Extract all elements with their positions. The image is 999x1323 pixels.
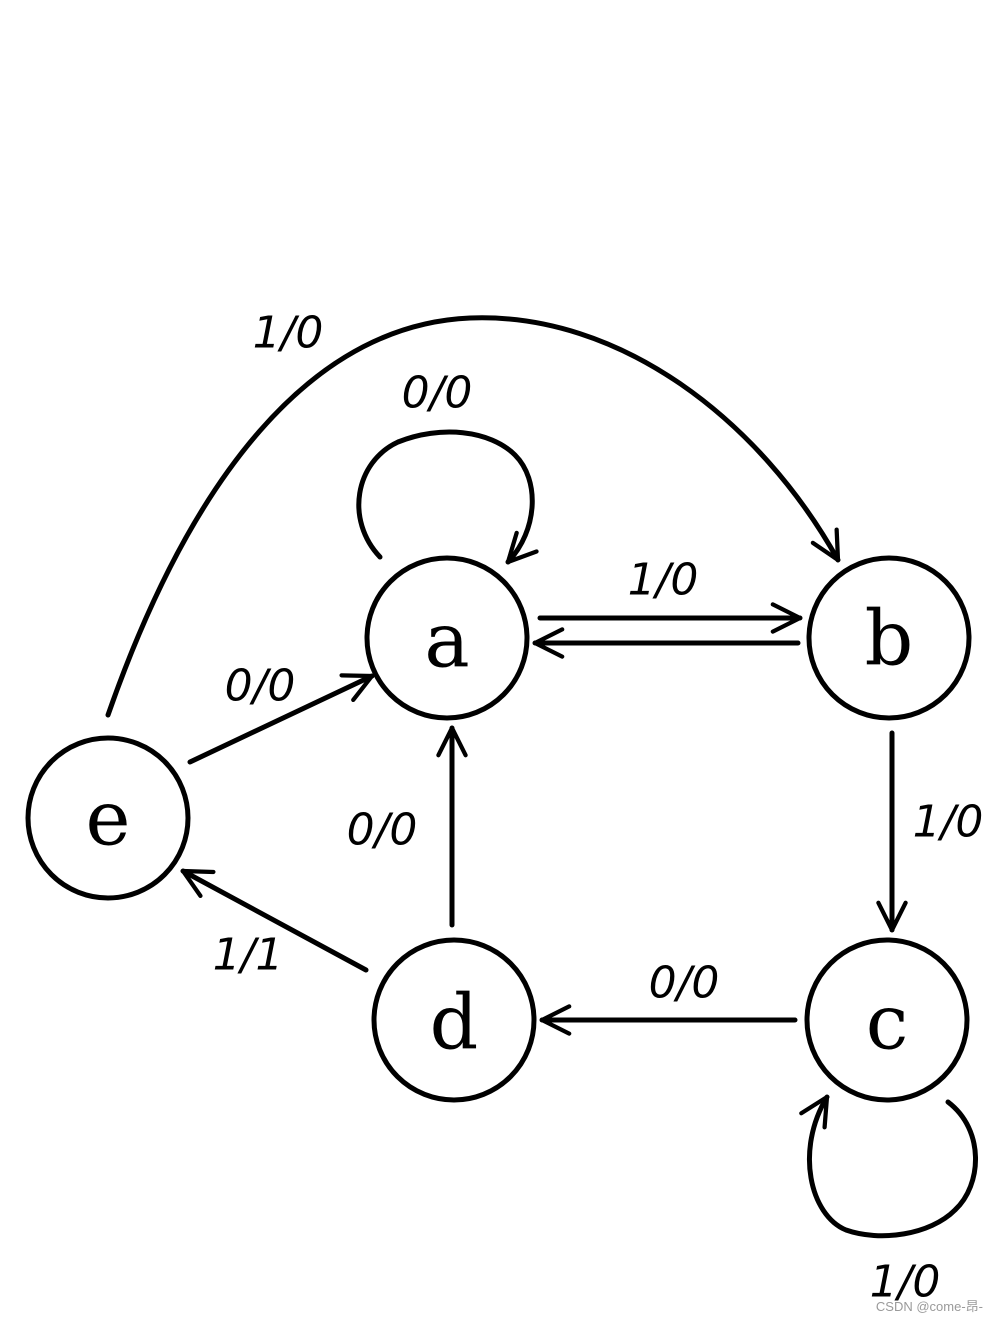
edge-d-to-e (180, 868, 369, 973)
node-b: b (806, 555, 972, 721)
node-c-label: c (866, 978, 909, 1067)
node-b-label: b (865, 594, 914, 683)
edge-c-self-loop (799, 1094, 978, 1239)
edge-e-to-a (187, 673, 375, 765)
label-c-self: 1/0 (870, 1257, 941, 1308)
node-d-label: d (430, 978, 479, 1067)
label-c-to-d: 0/0 (649, 958, 720, 1009)
edge-e-to-b (105, 315, 841, 718)
label-d-to-a: 0/0 (347, 805, 418, 856)
node-a: a (364, 555, 530, 721)
node-d: d (371, 937, 537, 1103)
label-d-to-e: 1/1 (213, 930, 284, 981)
node-c: c (804, 937, 970, 1103)
label-e-to-a: 0/0 (225, 661, 296, 712)
node-e: e (25, 735, 191, 901)
edge-a-self-loop (356, 429, 539, 565)
label-e-to-b: 1/0 (253, 308, 324, 359)
label-a-to-b: 1/0 (628, 555, 699, 606)
label-a-self: 0/0 (402, 368, 473, 419)
label-b-to-c: 1/0 (913, 797, 984, 848)
node-e-label: e (86, 774, 131, 863)
node-a-label: a (424, 596, 469, 685)
watermark: CSDN @come-昂- (875, 1299, 983, 1314)
